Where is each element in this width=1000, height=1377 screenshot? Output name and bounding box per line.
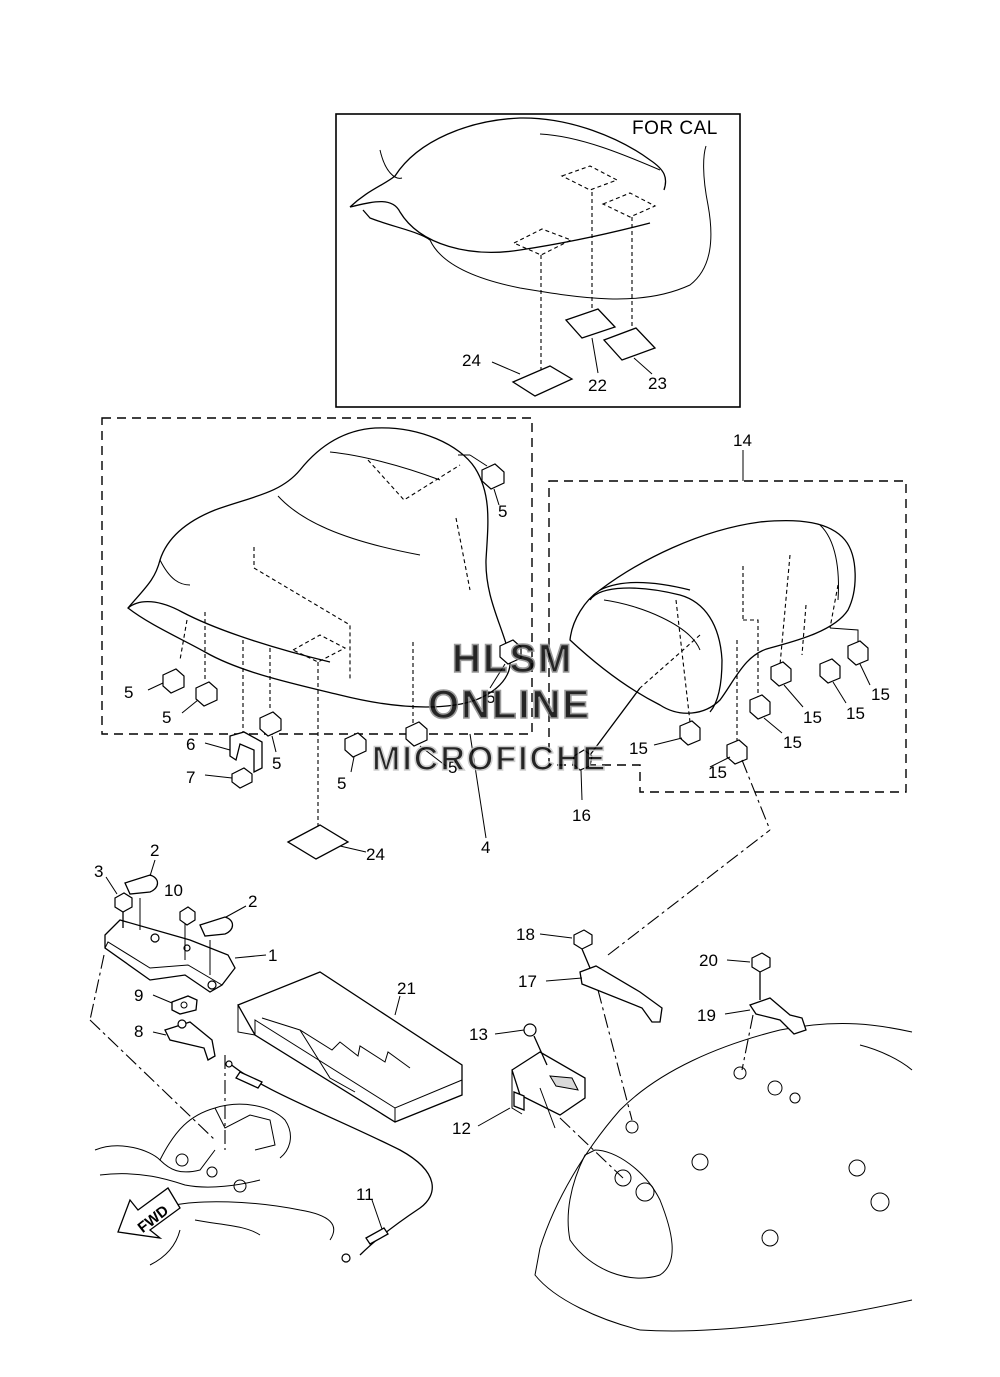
watermark-line-2: ONLINE — [428, 683, 591, 727]
callout-5-left-2: 5 — [162, 708, 171, 727]
main-seat-assembly: 5 5 5 5 5 5 5 6 7 24 4 — [101, 417, 533, 864]
callout-5-rear: 5 — [486, 688, 495, 707]
callout-11: 11 — [356, 1185, 374, 1204]
callout-17: 17 — [518, 972, 537, 991]
callout-9: 9 — [134, 986, 143, 1005]
callout-5-right: 5 — [448, 758, 457, 777]
callout-2-top: 2 — [150, 841, 159, 860]
watermark: HLSM ONLINE MICROFICHE — [371, 636, 607, 779]
callout-15-d: 15 — [783, 733, 802, 752]
callout-5-left: 5 — [124, 683, 133, 702]
callout-19: 19 — [697, 1006, 716, 1025]
callout-15-b: 15 — [846, 704, 865, 723]
callout-24-main: 24 — [366, 845, 385, 864]
callout-5-top: 5 — [498, 502, 507, 521]
callout-2-right: 2 — [248, 892, 257, 911]
callout-15-f: 15 — [708, 763, 727, 782]
callout-22: 22 — [588, 376, 607, 395]
callout-14: 14 — [733, 431, 752, 450]
callout-15-c: 15 — [803, 708, 822, 727]
inset-title: FOR CAL — [632, 118, 718, 139]
callout-21: 21 — [397, 979, 416, 998]
callout-13: 13 — [469, 1025, 488, 1044]
callout-8: 8 — [134, 1022, 143, 1041]
callout-23: 23 — [648, 374, 667, 393]
callout-16: 16 — [572, 806, 591, 825]
callout-5-bottom: 5 — [337, 774, 346, 793]
callout-3: 3 — [94, 862, 103, 881]
callout-1: 1 — [268, 946, 277, 965]
passenger-seat-assembly: 14 — [548, 431, 907, 825]
callout-7: 7 — [186, 768, 195, 787]
grommet-5-group — [162, 463, 522, 758]
callout-4: 4 — [481, 838, 490, 857]
grommet-15-group — [679, 640, 869, 765]
fwd-arrow-icon: FWD — [117, 1187, 181, 1239]
watermark-line-1: HLSM — [452, 637, 573, 681]
callout-20: 20 — [699, 951, 718, 970]
watermark-line-3: MICROFICHE — [372, 740, 607, 778]
callout-6: 6 — [186, 735, 195, 754]
for-cal-inset: FOR CAL 24 22 23 — [335, 113, 741, 408]
callout-5-center: 5 — [272, 754, 281, 773]
callout-15-a: 15 — [871, 685, 890, 704]
callout-24-inset: 24 — [462, 351, 481, 370]
seat-lock-assembly: FWD 2 2 3 10 1 9 8 11 — [89, 841, 433, 1266]
callout-12: 12 — [452, 1119, 471, 1138]
callout-18: 18 — [516, 925, 535, 944]
storage-cover-21: 21 — [237, 971, 463, 1123]
callout-10: 10 — [164, 881, 183, 900]
callout-15-e: 15 — [629, 739, 648, 758]
rear-fender-assembly: 12 13 17 18 19 20 — [452, 759, 913, 1332]
